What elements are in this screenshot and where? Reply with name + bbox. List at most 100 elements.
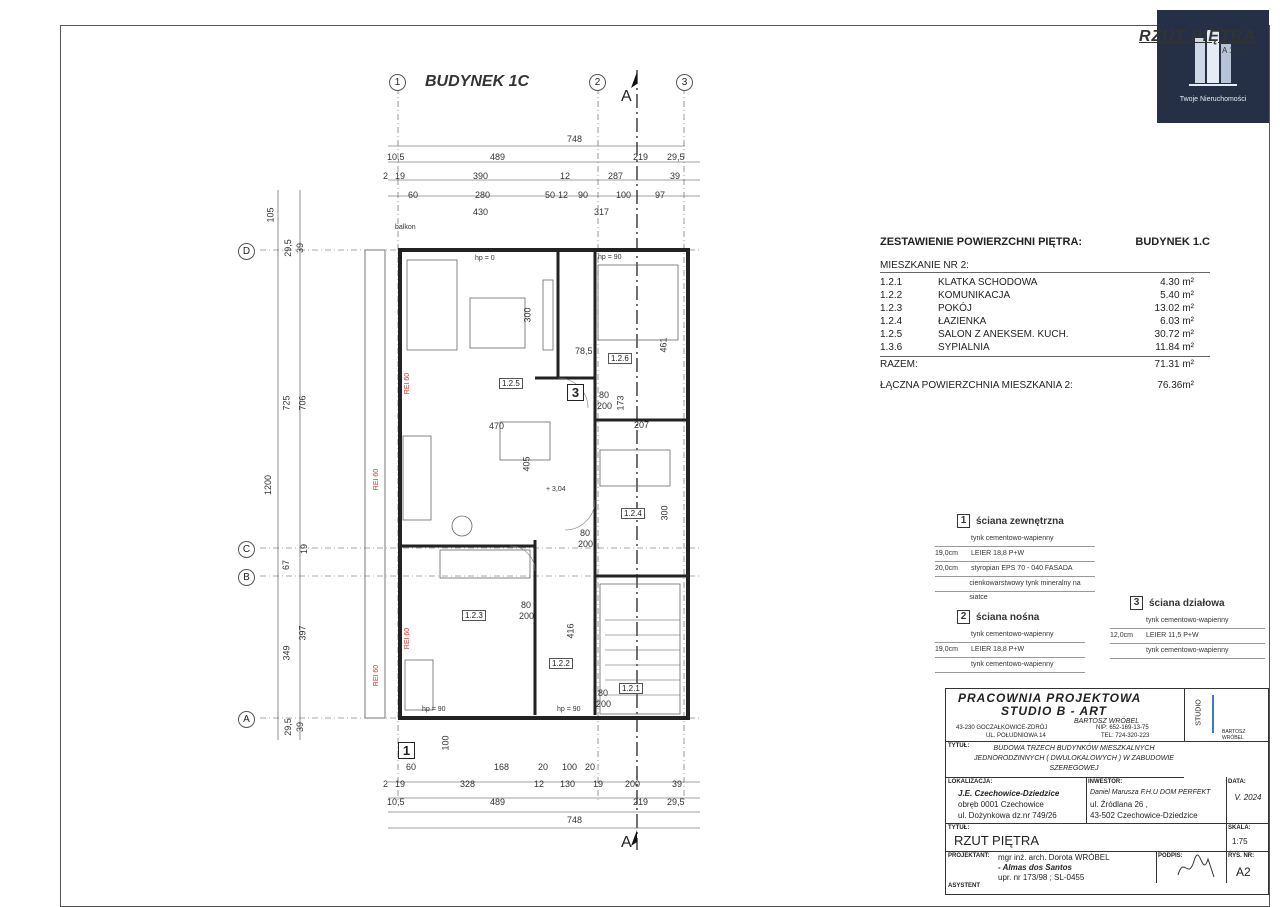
dim-bot-r2-1: 19 (395, 779, 406, 789)
dim-top-r3-3: 12 (558, 190, 569, 200)
sheet-title: RZUT PIĘTRA (1139, 28, 1256, 45)
dim-bot-r1-5: 20 (585, 762, 596, 772)
sheet-title-cell: TYTUŁ: RZUT PIĘTRA (946, 823, 1227, 852)
balkon-label: balkon (395, 224, 416, 231)
dim-inner-0: 300 (522, 307, 533, 323)
dim-inner-10: 173 (615, 395, 626, 411)
dim-inner-1: 461 (658, 337, 669, 353)
dim-bot-r2-2: 328 (460, 779, 476, 789)
dim-top-r3-0: 60 (408, 190, 419, 200)
building-title: BUDYNEK 1C (425, 73, 530, 90)
hp0-label: hp = 0 (475, 255, 495, 262)
location-cell: LOKALIZACJA: J.E. Czechowice-Dziedzice o… (946, 777, 1087, 824)
dim-inner-9: 207 (634, 420, 650, 430)
dim-top-r4-1: 317 (594, 207, 610, 217)
agency-logo: Twoje Nieruchomości (1157, 10, 1269, 123)
logo-text: Twoje Nieruchomości (1179, 96, 1247, 103)
dim-inner-6: 78,5 (575, 346, 593, 356)
fire-rating-3: REI 60 (404, 627, 412, 650)
dim-left-4: 706 (297, 395, 308, 411)
fire-rating-4: REI 60 (373, 664, 381, 687)
section-marker-top: A (621, 88, 632, 105)
wall-type-3-marker: 3 (567, 384, 584, 401)
dim-bot-r2-3: 12 (534, 779, 545, 789)
wall-type-1-marker: 1 (398, 742, 415, 759)
dim-top-r3-6: 97 (655, 190, 666, 200)
dim-inner-2: 470 (489, 421, 505, 431)
signature-cell: PODPIS: (1156, 851, 1227, 883)
dim-bot-r3-1: 489 (490, 797, 506, 807)
dim-bot-r3-0: 10,5 (387, 797, 405, 807)
dim-left-1: 29,5 (282, 239, 293, 257)
dim-left-2: 39 (295, 242, 306, 254)
dim-left-6: 19 (299, 543, 310, 555)
dim-bot-r1-2: 168 (494, 762, 510, 772)
door-height-1: 200 (578, 539, 594, 549)
room-1-2-1: 1.2.1 (619, 683, 643, 694)
dim-top-r2-4: 287 (608, 171, 624, 181)
room-1-2-5: 1.2.5 (499, 378, 523, 389)
dim-bot-total: 748 (567, 815, 583, 825)
room-1-2-4: 1.2.4 (621, 508, 645, 519)
date-cell: DATA: V. 2024 (1226, 777, 1268, 824)
fire-rating-1: REI 60 (404, 372, 412, 395)
studio-address2: UL. POŁUDNIOWA 14 (986, 733, 1046, 739)
door-width-3: 80 (598, 688, 609, 698)
dim-bot-r2-0: 2 (383, 779, 389, 789)
dim-top-r3-4: 90 (578, 190, 589, 200)
drawing-number-cell: RYS. NR: A2 (1228, 853, 1255, 879)
area-table: ZESTAWIENIE POWIERZCHNI PIĘTRA: BUDYNEK … (880, 236, 1210, 392)
fire-rating-2: REI 60 (373, 468, 381, 491)
dim-left-0: 105 (265, 207, 276, 223)
door-width-1: 80 (580, 528, 591, 538)
studio-block: PRACOWNIA PROJEKTOWA STUDIO B - ART BART… (946, 689, 1185, 742)
axis-1-top: 1 (389, 74, 406, 91)
dim-bot-r1-4: 100 (562, 762, 578, 772)
dim-top-r1-2: 219 (633, 152, 649, 162)
dim-inner-4: 300 (659, 505, 670, 521)
dim-top-r2-0: 2 (383, 171, 389, 181)
dim-inner-3: 405 (521, 456, 532, 472)
dim-bot-r2-7: 39 (672, 779, 683, 789)
dim-top-r2-5: 39 (670, 171, 681, 181)
hp90-bl-label: hp = 90 (422, 706, 446, 713)
axis-d: D (238, 243, 255, 260)
dim-top-r2-2: 390 (473, 171, 489, 181)
room-1-2-2: 1.2.2 (549, 658, 573, 669)
apartment-label: MIESZKANIE NR 2: (880, 260, 1210, 273)
dim-bot-r3-3: 29,5 (667, 797, 685, 807)
dim-top-r3-5: 100 (616, 190, 632, 200)
area-table-building: BUDYNEK 1.C (1135, 236, 1210, 248)
total-row: RAZEM:71.31 m² (880, 356, 1210, 371)
dim-bot-r1-1: 100 (440, 735, 451, 751)
dim-bot-r1-3: 20 (538, 762, 549, 772)
dim-left-7: 67 (281, 559, 292, 571)
dim-top-r2-3: 12 (560, 171, 571, 181)
scale-cell: SKALA: 1:75 (1226, 823, 1268, 852)
studio-logo: STUDIO BARTOSZ WRÓBEL (1184, 689, 1268, 742)
axis-c: C (238, 541, 255, 558)
dim-top-r1-0: 10,5 (387, 152, 405, 162)
dim-bot-r1-0: 60 (406, 762, 417, 772)
studio-line3: BARTOSZ WRÓBEL (1074, 718, 1140, 725)
dim-bot-r2-6: 200 (625, 779, 641, 789)
dim-bot-r2-4: 130 (560, 779, 576, 789)
room-1-2-3: 1.2.3 (462, 610, 486, 621)
studio-line2: STUDIO B - ART (1001, 704, 1107, 718)
door-height-2: 200 (519, 611, 535, 621)
investor-cell: INWESTOR: Daniel Marusza F.H.U DOM PERFE… (1086, 777, 1227, 824)
floor-plan (260, 70, 700, 850)
dim-top-r1-3: 29,5 (667, 152, 685, 162)
studio-nip: NIP: 652-169-13-75 (1096, 725, 1149, 731)
hp90-top-label: hp = 90 (598, 254, 622, 261)
designer-cell: PROJEKTANT: mgr inż. arch. Dorota WRÓBEL… (946, 851, 1157, 883)
level-label: + 3,04 (546, 486, 566, 493)
